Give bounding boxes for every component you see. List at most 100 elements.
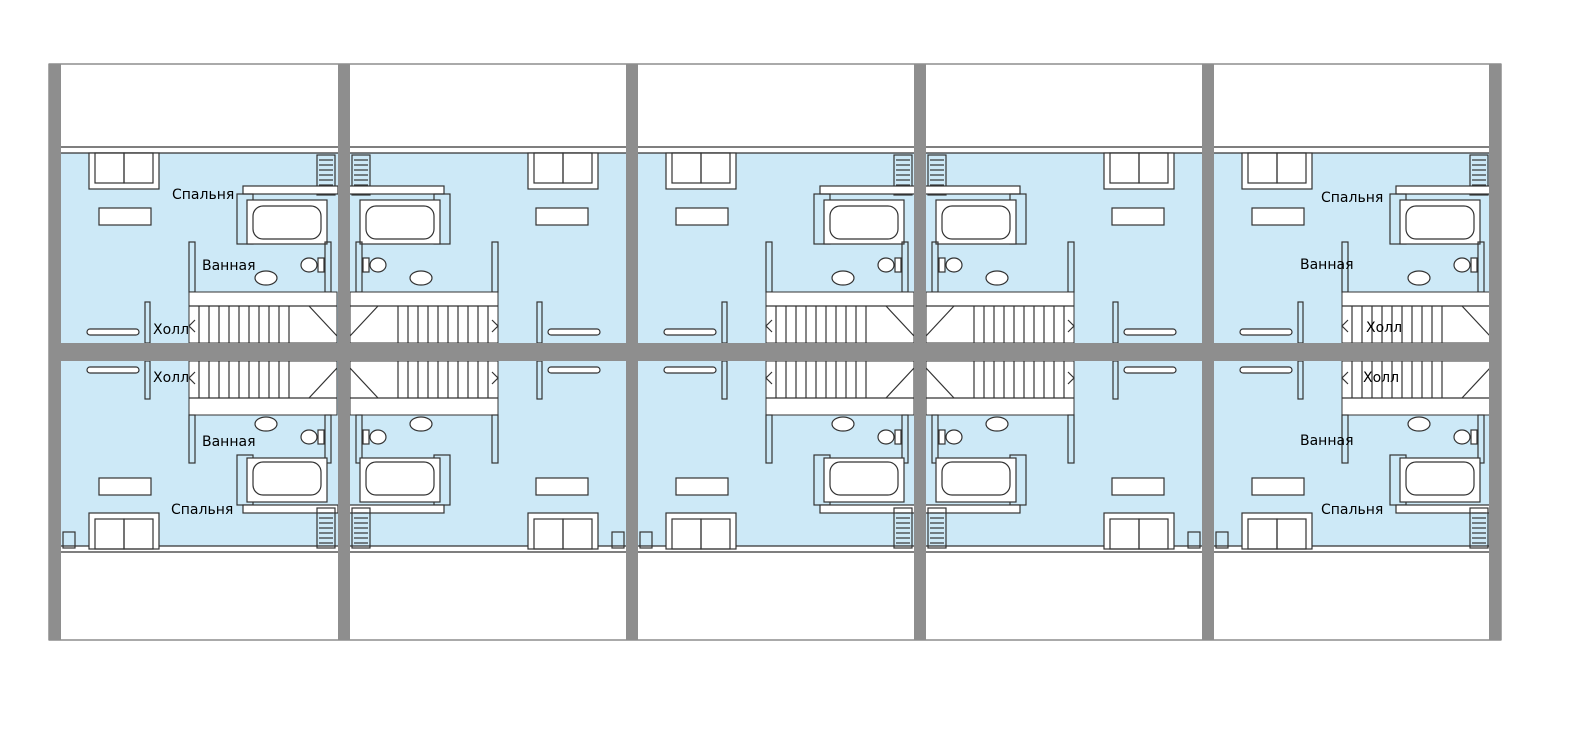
stair-arrow <box>1341 371 1349 385</box>
stair-arrow <box>1067 371 1075 385</box>
bathtub-inner <box>252 461 322 496</box>
wardrobe-icon <box>893 154 913 196</box>
bathtub-inner <box>1405 205 1475 240</box>
toilet-icon <box>369 257 387 273</box>
sofa-seat <box>533 152 564 184</box>
toilet-tank <box>938 429 946 445</box>
stair-landing <box>885 367 915 399</box>
bath-wall <box>348 185 445 195</box>
toilet-tank <box>1470 429 1478 445</box>
toilet-icon <box>877 257 895 273</box>
bath-wall <box>242 185 339 195</box>
bath-wall <box>924 185 1021 195</box>
label-bathroom-2: Ванная <box>1300 257 1354 273</box>
sink-icon <box>409 270 433 286</box>
stairs-icon <box>349 291 499 344</box>
bath-wall <box>924 504 1021 514</box>
bath-wall <box>819 504 916 514</box>
table-icon <box>1111 477 1165 496</box>
label-bathroom-4: Ванная <box>1300 433 1354 449</box>
toilet-tank <box>362 257 370 273</box>
stair-landing <box>1461 367 1491 399</box>
toilet-tank <box>317 429 325 445</box>
radiator-icon <box>86 366 140 374</box>
bathroom-wall <box>188 414 196 464</box>
stair-landing <box>349 305 379 337</box>
stair-arrow <box>765 371 773 385</box>
table-icon <box>535 207 589 226</box>
stair-landing <box>925 367 955 399</box>
toilet-icon <box>945 429 963 445</box>
sofa-seat <box>123 518 154 550</box>
bath-wall <box>348 504 445 514</box>
bathtub-inner <box>1405 461 1475 496</box>
corner-box <box>639 531 653 549</box>
sofa-seat <box>1276 152 1307 184</box>
toilet-tank <box>938 257 946 273</box>
table-icon <box>98 207 152 226</box>
sofa-seat <box>700 152 731 184</box>
bathtub-inner <box>365 461 435 496</box>
stair-arrow <box>491 371 499 385</box>
bathtub-inner <box>365 205 435 240</box>
stair-landing <box>885 305 915 337</box>
sofa-seat <box>1276 518 1307 550</box>
toilet-icon <box>877 429 895 445</box>
stair-landing <box>925 305 955 337</box>
label-hall-2: Холл <box>1366 320 1402 336</box>
toilet-tank <box>894 257 902 273</box>
radiator-icon <box>547 366 601 374</box>
bathtub-inner <box>941 461 1011 496</box>
stairs-icon <box>765 360 915 416</box>
stair-arrow <box>491 319 499 333</box>
bathtub-inner <box>252 205 322 240</box>
label-hall-4: Холл <box>1363 370 1399 386</box>
bath-wall <box>242 504 339 514</box>
corner-box <box>1215 531 1229 549</box>
wardrobe-icon <box>351 507 371 549</box>
sink-icon <box>254 416 278 432</box>
radiator-icon <box>663 366 717 374</box>
stair-arrow <box>1067 319 1075 333</box>
stairs-icon <box>925 291 1075 344</box>
bathroom-wall <box>324 414 332 464</box>
corner-box <box>62 531 76 549</box>
bathroom-wall <box>1477 414 1485 464</box>
wall-horizontal <box>49 343 1501 361</box>
corner-box <box>1187 531 1201 549</box>
sink-icon <box>831 270 855 286</box>
stairs-icon <box>765 291 915 344</box>
table-icon <box>535 477 589 496</box>
bath-wall <box>1395 504 1492 514</box>
wardrobe-icon <box>316 154 336 196</box>
radiator-icon <box>1239 366 1293 374</box>
stairs-icon <box>925 360 1075 416</box>
sofa-seat <box>123 152 154 184</box>
toilet-icon <box>300 429 318 445</box>
bathroom-wall <box>901 414 909 464</box>
sink-icon <box>985 270 1009 286</box>
sink-icon <box>985 416 1009 432</box>
toilet-tank <box>362 429 370 445</box>
label-bedroom-4: Спальня <box>1321 502 1383 518</box>
sofa-seat <box>533 518 564 550</box>
radiator-icon <box>1123 366 1177 374</box>
wardrobe-icon <box>351 154 371 196</box>
bathroom-wall <box>355 414 363 464</box>
toilet-tank <box>894 429 902 445</box>
stair-landing <box>1461 305 1491 337</box>
sink-icon <box>1407 416 1431 432</box>
toilet-icon <box>1453 257 1471 273</box>
radiator-icon <box>1239 328 1293 336</box>
sink-icon <box>409 416 433 432</box>
bathroom-wall <box>931 414 939 464</box>
toilet-icon <box>369 429 387 445</box>
label-hall-1: Холл <box>153 322 189 338</box>
stair-landing <box>308 305 338 337</box>
table-icon <box>1251 477 1305 496</box>
label-hall-3: Холл <box>153 370 189 386</box>
label-bathroom-1: Ванная <box>202 258 256 274</box>
table-icon <box>675 477 729 496</box>
toilet-icon <box>300 257 318 273</box>
toilet-tank <box>1470 257 1478 273</box>
